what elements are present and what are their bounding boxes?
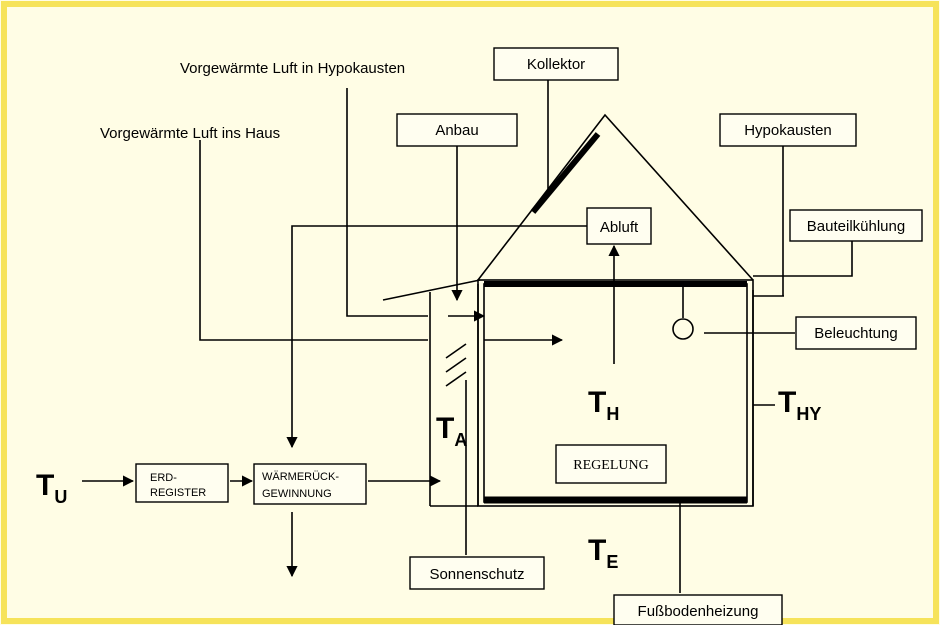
control-label: REGELUNG [573,458,648,473]
air-to-hypocaust-label: Vorgewärmte Luft in Hypokausten [180,60,405,77]
exhaust-return-line [286,225,587,449]
sun-shade-slat [445,343,467,359]
lighting-box [795,316,917,350]
collector-panel [530,132,601,214]
sun-protection-label: Sonnenschutz [429,566,524,583]
exhaust-box [586,207,652,245]
sun-shade-slat [445,371,467,387]
temp-hypocaust-symbol: THY [778,386,821,424]
floor-heating-box [613,594,783,625]
heat-recovery-box [253,463,367,505]
annex-roof [382,279,481,301]
temp-annex-symbol: TA [436,412,467,450]
cooling-label: Bauteilkühlung [807,218,905,235]
collector-label: Kollektor [527,56,585,73]
air-to-house-line [199,140,428,341]
temp-outdoor-symbol: TU [36,469,67,507]
extension-box [396,113,518,147]
sun-shade-slat [445,357,467,373]
cooling-leader [753,241,853,277]
earth-register-box [135,463,229,503]
roof [477,113,754,281]
sun-protection-box [409,556,545,590]
air-to-house-label: Vorgewärmte Luft ins Haus [100,125,280,142]
floor-heating-label: Fußbodenheizung [638,603,759,620]
cooling-box [789,209,923,242]
hypocaust-label: Hypokausten [744,122,832,139]
temp-ground-symbol: TE [588,534,618,572]
heat-recovery-label-1: WÄRMERÜCK- [262,471,339,483]
lamp-icon [672,318,694,340]
extension-label: Anbau [435,122,478,139]
earth-register-label-1: ERD- [150,472,177,484]
exhaust-label: Abluft [600,219,639,236]
air-to-hypocaust-line [346,88,428,317]
earth-register-label-2: REGISTER [150,487,206,499]
lighting-label: Beleuchtung [814,325,897,342]
heat-recovery-label-2: GEWINNUNG [262,488,332,500]
hypocaust-box [719,113,857,147]
control-box [555,444,667,484]
collector-box [493,47,619,81]
temp-house-symbol: TH [588,386,619,424]
